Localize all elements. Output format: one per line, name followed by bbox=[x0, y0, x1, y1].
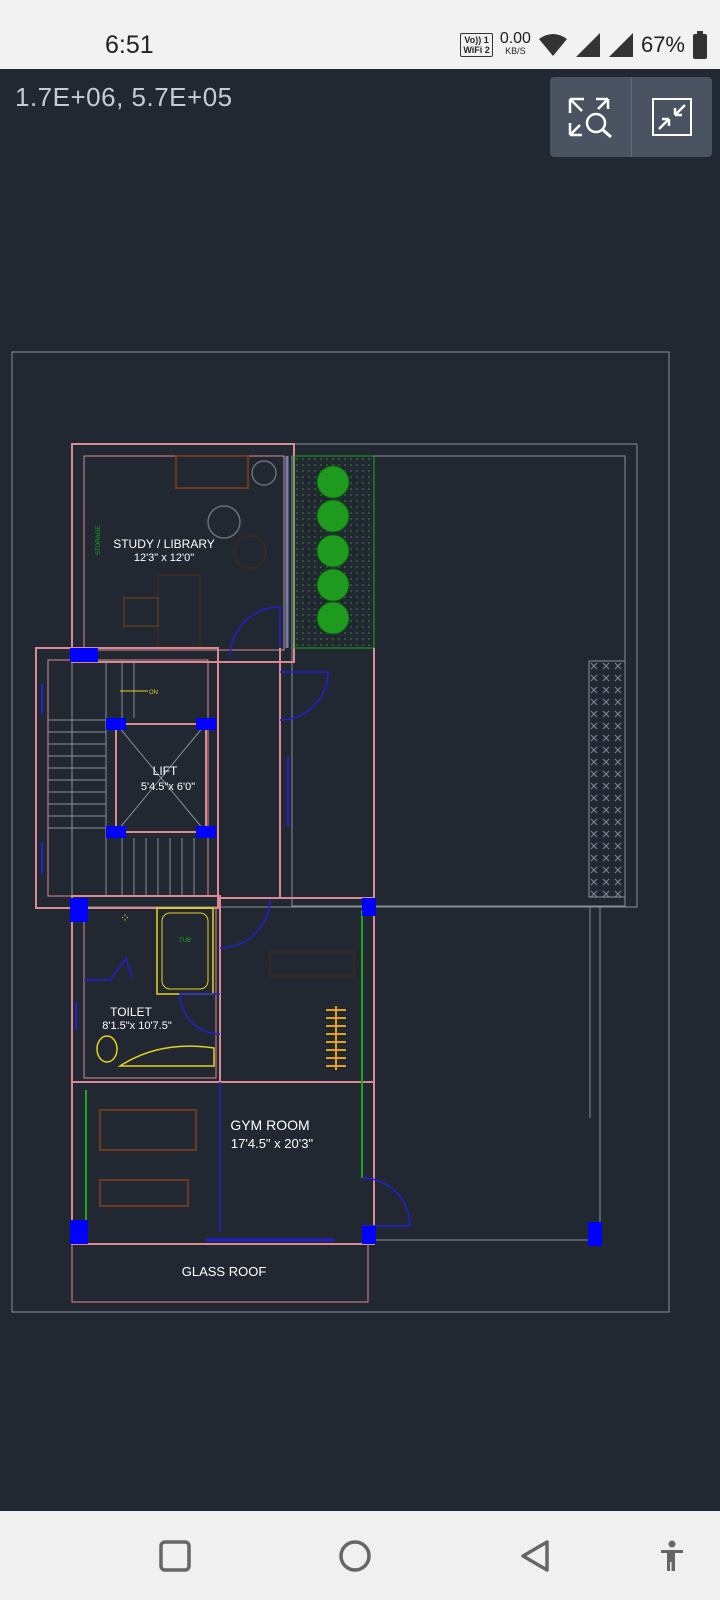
speed-value: 0.00 bbox=[499, 30, 531, 47]
toilet-name-label: TOILET bbox=[110, 1005, 152, 1019]
accessibility-icon bbox=[661, 1540, 683, 1571]
wc bbox=[96, 1035, 118, 1063]
back-button[interactable] bbox=[510, 1531, 560, 1581]
stair-block[interactable] bbox=[35, 647, 219, 909]
shrubs bbox=[316, 465, 350, 635]
study-name-label: STUDY / LIBRARY bbox=[113, 537, 215, 551]
bathtub-inner bbox=[161, 912, 209, 990]
toilet-size-label: 8'1.5"x 10'7.5" bbox=[102, 1020, 172, 1032]
storage-label: STORAGE bbox=[96, 526, 102, 555]
lift-name-label: LIFT bbox=[153, 764, 178, 778]
right-boundary bbox=[376, 906, 637, 1241]
chair-round bbox=[207, 505, 241, 539]
corridor-door[interactable] bbox=[279, 671, 329, 721]
recents-icon bbox=[159, 1540, 191, 1572]
signal-icon bbox=[575, 33, 600, 57]
side-windows bbox=[41, 684, 77, 1030]
network-speed: 0.00 KB/S bbox=[499, 30, 531, 57]
speed-unit: KB/S bbox=[505, 46, 526, 56]
side-table bbox=[251, 460, 277, 486]
toilet-inner bbox=[83, 907, 217, 1079]
fit-view-icon bbox=[651, 98, 692, 136]
site-boundary bbox=[71, 443, 638, 908]
lift-cross-2 bbox=[117, 725, 205, 831]
fit-view-button[interactable] bbox=[630, 77, 713, 157]
volte-label: Vo)) 1 bbox=[464, 35, 489, 45]
floor-plan[interactable]: STORAGE STUDY / LIBRARY 12'3" x 12'0" bbox=[0, 69, 720, 1511]
signal-icon-2 bbox=[608, 33, 633, 57]
chair-round-2 bbox=[233, 535, 267, 569]
lift-shaft[interactable] bbox=[115, 723, 207, 833]
home-icon bbox=[339, 1540, 371, 1572]
glass-roof bbox=[71, 1243, 369, 1303]
stair-treads bbox=[48, 660, 195, 896]
zoom-extents-icon bbox=[569, 97, 613, 139]
dumbbell-rack bbox=[326, 1006, 346, 1070]
system-nav-bar bbox=[0, 1511, 720, 1600]
corridor-door-2[interactable] bbox=[219, 897, 271, 949]
mirror-bench bbox=[269, 951, 355, 977]
volte-wifi-icon: Vo)) 1 WiFi 2 bbox=[460, 33, 493, 57]
hatched-area bbox=[588, 660, 626, 898]
vanity bbox=[117, 1045, 215, 1067]
zoom-extents-button[interactable] bbox=[550, 77, 631, 157]
bathtub bbox=[156, 907, 214, 995]
status-time: 6:51 bbox=[105, 31, 154, 59]
shower-fixture: ⁘ bbox=[120, 911, 130, 925]
viewer-toolbar bbox=[550, 77, 712, 157]
home-button[interactable] bbox=[330, 1531, 380, 1581]
corridor-wall bbox=[279, 648, 375, 899]
gym-door[interactable] bbox=[361, 1177, 411, 1227]
on-label: ON bbox=[149, 690, 158, 696]
recents-button[interactable] bbox=[150, 1531, 200, 1581]
wifi-icon bbox=[538, 34, 567, 56]
desk-chair bbox=[123, 597, 159, 627]
gym-name-label: GYM ROOM bbox=[230, 1117, 309, 1133]
study-size-label: 12'3" x 12'0" bbox=[134, 552, 194, 564]
columns bbox=[70, 648, 602, 1246]
status-bar: 6:51 Vo)) 1 WiFi 2 0.00 KB/S 67% bbox=[0, 0, 720, 69]
gym-size-label: 17'4.5" x 20'3" bbox=[231, 1136, 314, 1151]
drawing-canvas[interactable]: STORAGE STUDY / LIBRARY 12'3" x 12'0" bbox=[0, 69, 720, 1511]
status-icons: Vo)) 1 WiFi 2 0.00 KB/S 67% bbox=[460, 28, 708, 62]
battery-icon bbox=[693, 31, 707, 59]
treadmill bbox=[99, 1109, 197, 1151]
back-icon bbox=[521, 1540, 549, 1572]
accessibility-button[interactable] bbox=[647, 1531, 697, 1581]
sheet-border bbox=[11, 351, 670, 1313]
battery-percent: 67% bbox=[640, 32, 685, 57]
tub-label: TUB bbox=[179, 938, 191, 944]
study-door[interactable] bbox=[229, 606, 281, 658]
shower-partition bbox=[84, 956, 133, 981]
wifi-calling-label: WiFi 2 bbox=[463, 45, 490, 55]
lift-size-label: 5'4.5"x 6'0" bbox=[141, 781, 195, 793]
sofa bbox=[175, 455, 249, 489]
toilet-door[interactable] bbox=[179, 993, 221, 1035]
gym-room[interactable] bbox=[71, 1081, 375, 1245]
coordinate-readout: 1.7E+06, 5.7E+05 bbox=[15, 82, 233, 112]
desk bbox=[157, 574, 201, 648]
bench-press bbox=[99, 1179, 189, 1207]
glass-roof-label: GLASS ROOF bbox=[182, 1264, 267, 1279]
